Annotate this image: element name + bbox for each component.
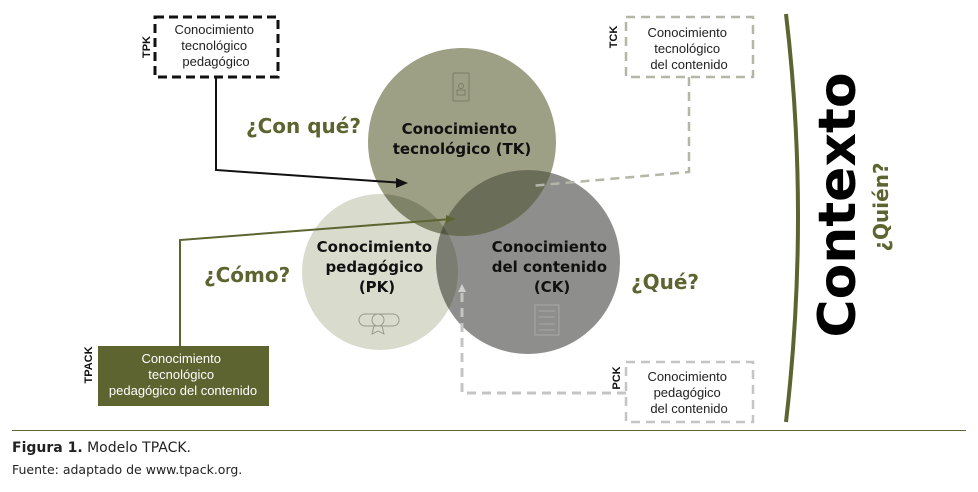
tpack-diagram: Conocimiento tecnológico (TK) Conocimien… [83,13,893,424]
tpack-line2: tecnológico [148,367,214,382]
tpk-box [153,15,280,79]
pck-line3: del contenido [650,401,727,416]
tpk-arrowhead-icon [396,178,408,188]
question-what: ¿Qué? [631,270,699,294]
ck-label-line1: Conocimiento [492,238,607,256]
caption-source: Fuente: adaptado de www.tpack.org. [12,462,243,477]
tk-label: Conocimiento tecnológico (TK) [393,120,532,158]
figure-caption: Figura 1. Modelo TPACK. [12,440,191,456]
tpk-line3: pedagógico [182,54,249,69]
caption-title: Modelo TPACK. [87,440,191,456]
tablet-icon [452,72,470,102]
pck-line1: Conocimiento [647,369,727,384]
tpack-arrowhead-icon [446,215,456,223]
tpack-text: Conocimiento tecnológico pedagógico del … [109,351,257,398]
tk-ck-overlap [436,170,556,236]
pk-label-line1: Conocimiento [317,238,432,256]
tck-connector-line [529,77,691,188]
tpack-line3: pedagógico del contenido [109,383,257,398]
document-icon [534,304,560,336]
pk-label: Conocimiento pedagógico (PK) [317,238,438,296]
question-how: ¿Cómo? [204,263,290,287]
tck-text: Conocimiento tecnológico del contenido [647,25,730,72]
caption-divider [12,430,966,431]
ck-label-line2: del contenido [492,258,607,276]
tck-line3: del contenido [650,57,727,72]
tpk-tag: TPK [141,36,153,58]
pck-tag: PCK [611,366,623,389]
question-with-what: ¿Con qué? [246,114,361,138]
pck-text: Conocimiento pedagógico del contenido [647,369,730,416]
tpk-connector-line [215,77,405,184]
pk-circle [302,194,458,350]
tpk-text: Conocimiento tecnológico pedagógico [174,22,257,69]
tk-label-line2: tecnológico (TK) [393,140,532,158]
tpack-connector-line [179,218,453,346]
pk-label-line2: pedagógico [325,258,423,276]
tpack-line1: Conocimiento [141,351,221,366]
tpk-line1: Conocimiento [174,22,254,37]
tck-box [624,15,755,79]
ck-label-line3: (CK) [534,278,570,296]
pck-line2: pedagógico [654,385,721,400]
context-question: ¿Quién? [869,162,893,251]
pck-arrowhead-icon [458,284,466,292]
context-title: Contexto [808,72,868,337]
tck-tag: TCK [608,26,620,49]
pk-label-line3: (PK) [359,278,395,296]
tk-label-line1: Conocimiento [402,120,517,138]
tck-line2: tecnológico [654,41,720,56]
pck-connector-line [460,292,626,395]
tpack-box [98,346,269,406]
pck-box [624,360,755,424]
ck-label: Conocimiento del contenido (CK) [492,238,613,296]
caption-label: Figura 1. [12,440,83,456]
context-arc [784,13,800,423]
tck-line1: Conocimiento [647,25,727,40]
tpk-line2: tecnológico [181,38,247,53]
diploma-icon [358,313,400,335]
tpack-tag: TPACK [83,346,95,383]
